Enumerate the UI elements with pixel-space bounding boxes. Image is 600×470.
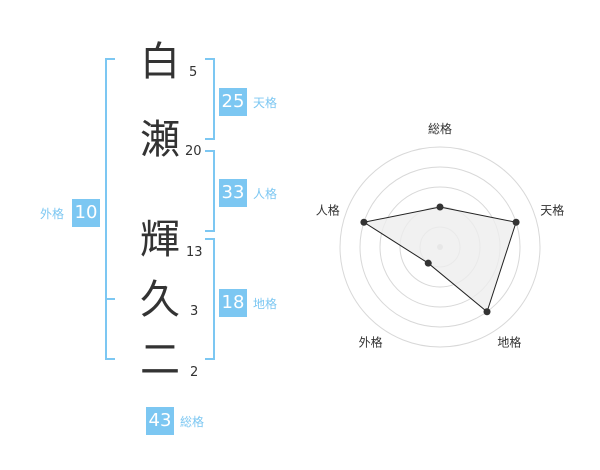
name-char-5: 二 bbox=[140, 337, 180, 383]
stroke-count-2: 20 bbox=[185, 144, 202, 159]
chikaku-score: 18 bbox=[219, 289, 247, 317]
radar-point-4 bbox=[424, 259, 432, 267]
jinkaku-score: 33 bbox=[219, 179, 247, 207]
gaikaku-label: 外格 bbox=[40, 207, 65, 221]
tenkaku-bracket bbox=[205, 58, 215, 140]
gaikaku-bracket bbox=[105, 58, 115, 360]
tenkaku-score: 25 bbox=[219, 88, 247, 116]
chikaku-bracket bbox=[205, 238, 215, 360]
radar-point-2 bbox=[512, 218, 520, 226]
tenkaku-label: 天格 bbox=[253, 96, 278, 110]
radar-polygon bbox=[362, 206, 517, 313]
radar-point-3 bbox=[483, 308, 491, 316]
gaikaku-bracket-tick bbox=[105, 298, 115, 300]
jinkaku-bracket bbox=[205, 150, 215, 232]
stroke-count-5: 2 bbox=[190, 365, 199, 380]
name-char-4: 久 bbox=[140, 277, 180, 323]
soukaku-label: 総格 bbox=[180, 415, 205, 429]
stroke-count-1: 5 bbox=[189, 65, 198, 80]
radar-ring-5 bbox=[339, 146, 541, 348]
stroke-count-3: 13 bbox=[186, 245, 203, 260]
radar-axis-label-4: 外格 bbox=[359, 334, 383, 349]
chikaku-label: 地格 bbox=[253, 297, 278, 311]
radar-point-1 bbox=[436, 203, 444, 211]
jinkaku-label: 人格 bbox=[253, 187, 278, 201]
name-char-3: 輝 bbox=[140, 217, 180, 263]
radar-axis-label-2: 天格 bbox=[540, 203, 564, 218]
radar-point-5 bbox=[360, 218, 368, 226]
radar-axis-label-5: 人格 bbox=[316, 203, 340, 218]
gaikaku-score: 10 bbox=[72, 199, 100, 227]
name-char-2: 瀬 bbox=[140, 117, 180, 163]
stroke-count-4: 3 bbox=[190, 304, 199, 319]
radar-ring-4 bbox=[359, 166, 521, 328]
radar-axis-label-3: 地格 bbox=[497, 334, 521, 349]
name-char-1: 白 bbox=[140, 39, 180, 85]
soukaku-score: 43 bbox=[146, 407, 174, 435]
radar-axis-label-1: 総格 bbox=[428, 121, 452, 136]
